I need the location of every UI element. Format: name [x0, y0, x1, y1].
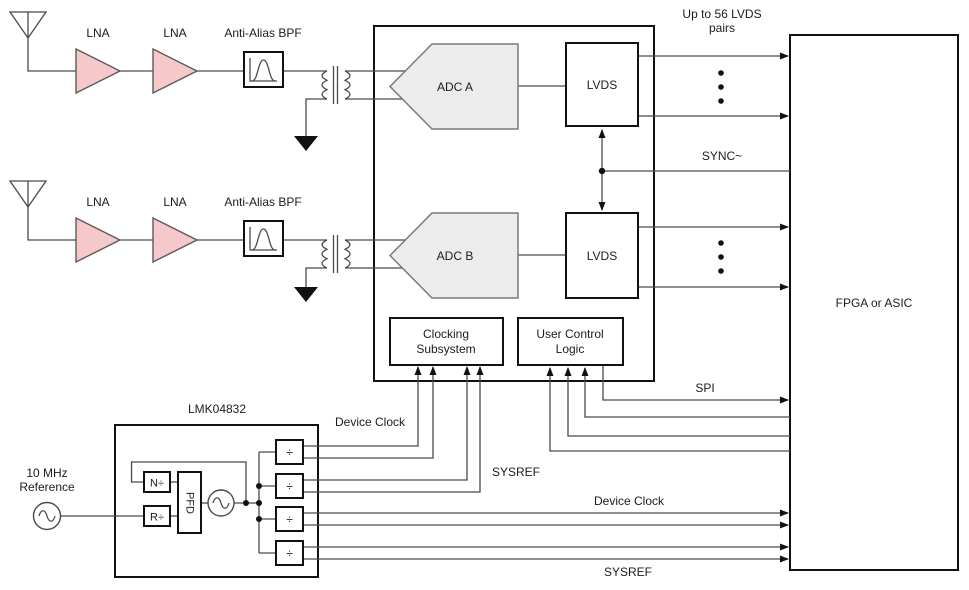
bpf-b-filter-box: [243, 220, 284, 257]
lna-a1-amplifier: [75, 47, 122, 95]
lmk04832-outline: [114, 424, 319, 578]
r-divider-label: R÷: [150, 512, 164, 524]
sync-label: SYNC~: [702, 149, 742, 163]
adc-a-label: ADC A: [437, 80, 473, 94]
vco-oscillator-icon: [207, 489, 235, 517]
lvds-a-ellipsis-dots: [718, 70, 724, 104]
lna-a2-label: LNA: [163, 26, 186, 40]
bpf-a-label: Anti-Alias BPF: [224, 26, 301, 40]
lna-b2-amplifier: [152, 216, 199, 264]
device-clock-label-top: Device Clock: [335, 415, 406, 429]
lmk-internal-wires: [60, 451, 276, 554]
clock-divider-box-1: [275, 439, 304, 465]
bpf-b-response-curve: [251, 228, 276, 251]
adc-a-block: [388, 43, 519, 130]
ucl-label-line1: User Control: [536, 327, 603, 341]
n-divider-label: N÷: [150, 478, 164, 490]
lna-a2-amplifier: [152, 47, 199, 95]
clocking-subsystem-block: [389, 317, 504, 366]
feedback-wire: [130, 461, 247, 503]
lvds-a-label: LVDS: [587, 78, 617, 92]
bus-junction-dot: [256, 500, 262, 506]
ref-oscillator-icon: [32, 501, 62, 531]
clock-divider-box-3: [275, 506, 304, 532]
lvds-b-ellipsis-dots: [718, 240, 724, 274]
lvds-b-label: LVDS: [587, 249, 617, 263]
divider-3-label: ÷: [286, 513, 293, 527]
bpf-b-label: Anti-Alias BPF: [224, 195, 301, 209]
antenna-b-feed-wire: [27, 181, 76, 241]
lvds-b-block: [565, 212, 639, 299]
spi-wires: [546, 365, 790, 452]
adc-b-label: ADC B: [437, 249, 474, 263]
lna-a1-label: LNA: [86, 26, 109, 40]
sysref-to-clocking-wires: [303, 366, 484, 493]
sysref-label-bottom: SYSREF: [604, 565, 652, 579]
pfd-label: PFD: [184, 492, 196, 514]
pfd-box: [177, 471, 202, 534]
divider-1-label: ÷: [286, 446, 293, 460]
divider-4-label: ÷: [286, 547, 293, 561]
ground-a-icon: [294, 136, 318, 151]
lna-b1-amplifier: [75, 216, 122, 264]
chain-a-wires: [27, 12, 406, 136]
chain-b-wires: [27, 181, 406, 287]
clock-divider-box-4: [275, 540, 304, 566]
device-clock-to-fpga-wires: [303, 509, 789, 529]
sysref-label-mid: SYSREF: [492, 465, 540, 479]
bus-tap-dot-2: [256, 516, 262, 522]
fpga-label: FPGA or ASIC: [836, 296, 913, 310]
bus-tap-dot-1: [256, 483, 262, 489]
adc-chip-outline: [373, 25, 655, 382]
fpga-block: [789, 34, 959, 571]
transformer-b-icon: [321, 235, 351, 273]
sync-junction-dot: [598, 167, 606, 175]
device-clock-to-clocking-wires: [303, 366, 437, 459]
user-control-logic-block: [517, 317, 624, 366]
bpf-b-axis: [249, 227, 277, 251]
xfmr-b-ground-wire: [305, 267, 327, 287]
antenna-a-icon: [8, 11, 48, 40]
transformer-a-icon: [321, 66, 351, 104]
ref-label-line1: 10 MHz: [26, 466, 67, 480]
n-divider-box: [143, 471, 171, 493]
lna-b1-label: LNA: [86, 195, 109, 209]
antenna-b-icon: [8, 180, 48, 209]
divider-stub-wires: [259, 451, 276, 554]
bpf-a-axis: [249, 58, 277, 82]
device-clock-label-bottom: Device Clock: [594, 494, 665, 508]
bpf-a-filter-box: [243, 51, 284, 88]
clock-divider-box-2: [275, 473, 304, 499]
lmk04832-label: LMK04832: [188, 402, 246, 416]
spi-label: SPI: [695, 381, 714, 395]
clocking-label-line1: Clocking: [423, 327, 469, 341]
adc-b-block: [388, 212, 519, 299]
lna-b2-label: LNA: [163, 195, 186, 209]
clocking-label-line2: Subsystem: [416, 342, 475, 356]
lvds-a-block: [565, 42, 639, 127]
xfmr-a-ground-wire: [305, 98, 327, 136]
feedback-junction-dot: [243, 500, 249, 506]
ucl-label-line2: Logic: [556, 342, 585, 356]
sysref-to-fpga-wires: [303, 543, 789, 563]
r-divider-box: [143, 505, 171, 527]
bpf-a-response-curve: [251, 59, 276, 82]
ground-b-icon: [294, 287, 318, 302]
ref-label-line2: Reference: [19, 480, 75, 494]
lvds-pairs-label-line2: pairs: [709, 21, 735, 35]
lvds-pairs-label-line1: Up to 56 LVDS: [682, 7, 761, 21]
divider-2-label: ÷: [286, 480, 293, 494]
antenna-a-feed-wire: [27, 12, 76, 72]
